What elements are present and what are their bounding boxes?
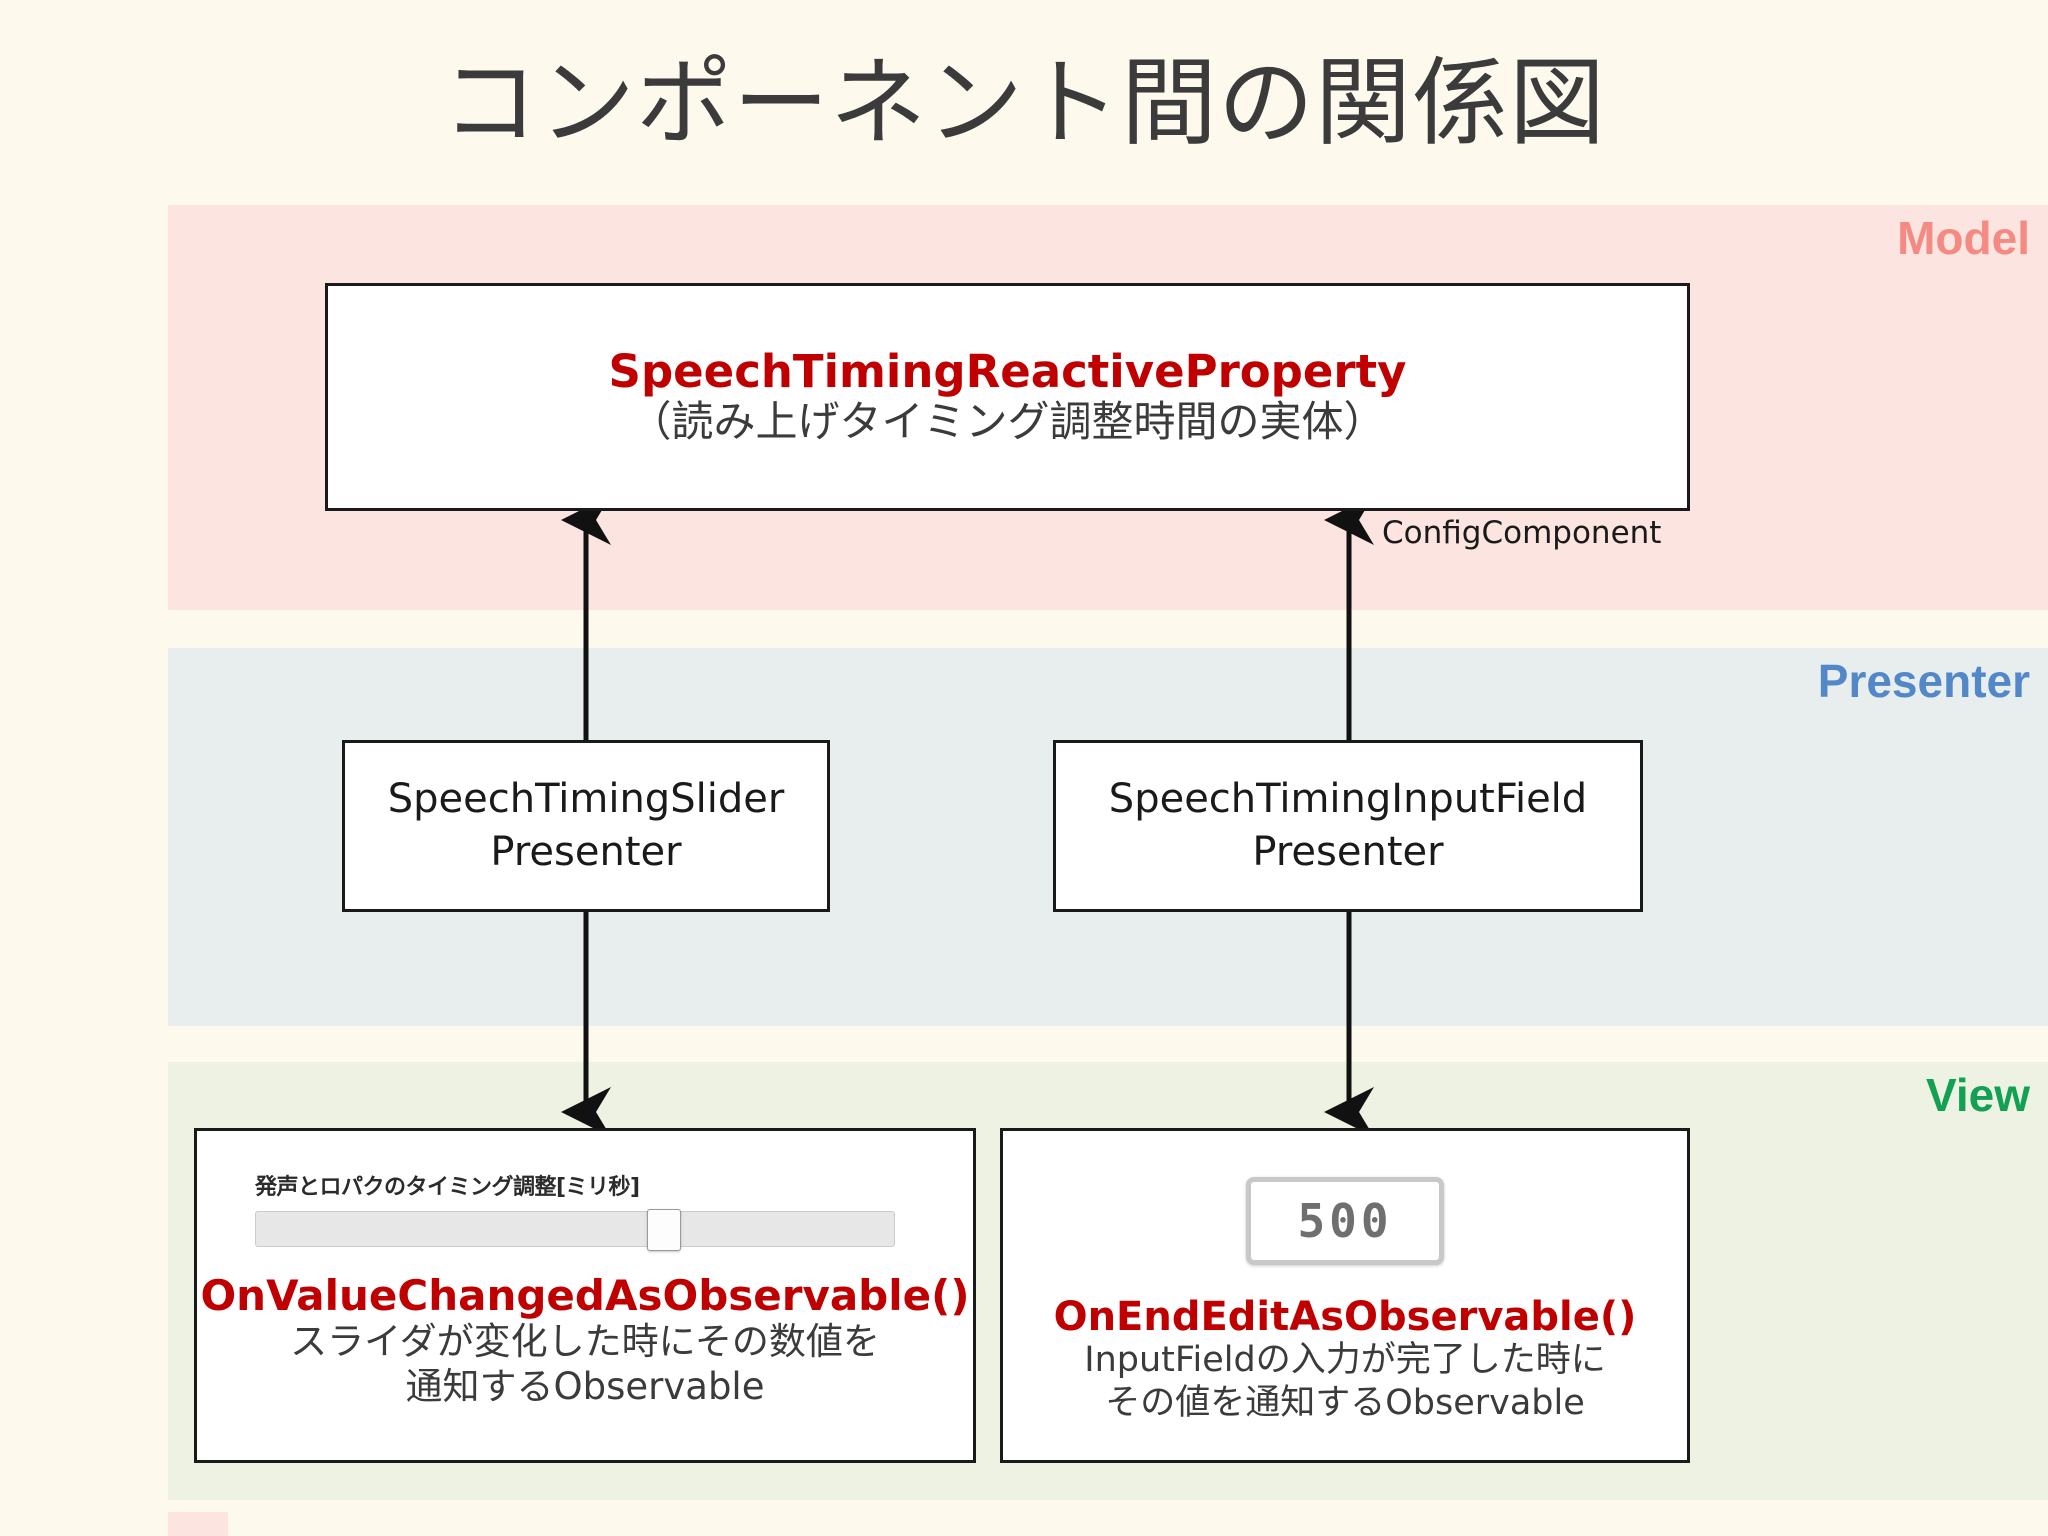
view-input-method: OnEndEditAsObservable() [1053, 1294, 1637, 1340]
slider-handle[interactable] [647, 1209, 682, 1251]
band-label-view: View [1926, 1069, 2030, 1121]
slider-track[interactable] [255, 1209, 895, 1251]
band-footer-strip [168, 1512, 228, 1536]
slider-widget[interactable]: 発声とロパクのタイミング調整[ミリ秒] [255, 1169, 910, 1251]
model-node-speech-timing-reactive-property[interactable]: SpeechTimingReactiveProperty （読み上げタイミング調… [325, 283, 1690, 511]
model-node-subtitle: （読み上げタイミング調整時間の実体） [629, 397, 1386, 446]
view-slider-method: OnValueChangedAsObservable() [200, 1271, 970, 1320]
input-field-widget[interactable]: 500 [1246, 1177, 1444, 1265]
view-input-desc-line2: その値を通知するObservable [1105, 1382, 1585, 1423]
presenter-slider-line2: Presenter [490, 829, 682, 875]
presenter-node-speech-timing-slider[interactable]: SpeechTimingSlider Presenter [342, 740, 830, 912]
page-title: コンポーネント間の関係図 [442, 47, 1606, 159]
presenter-input-line2: Presenter [1252, 829, 1444, 875]
presenter-input-line1: SpeechTimingInputField [1108, 776, 1588, 823]
presenter-slider-line1: SpeechTimingSlider [387, 776, 785, 823]
input-field-value[interactable]: 500 [1297, 1194, 1393, 1248]
view-slider-desc-line2: 通知するObservable [405, 1365, 765, 1409]
model-node-title: SpeechTimingReactiveProperty [608, 344, 1407, 398]
band-label-presenter: Presenter [1817, 655, 2030, 707]
view-node-slider[interactable]: 発声とロパクのタイミング調整[ミリ秒] OnValueChangedAsObse… [194, 1128, 976, 1463]
slider-widget-label: 発声とロパクのタイミング調整[ミリ秒] [255, 1175, 640, 1200]
band-label-model: Model [1897, 212, 2030, 264]
view-input-desc-line1: InputFieldの入力が完了した時に [1084, 1340, 1606, 1380]
view-slider-desc-line1: スライダが変化した時にその数値を [290, 1320, 880, 1364]
edge-label-config-component: ConfigComponent [1382, 515, 1662, 551]
presenter-node-speech-timing-input-field[interactable]: SpeechTimingInputField Presenter [1053, 740, 1643, 912]
view-node-input-field[interactable]: 500 OnEndEditAsObservable() InputFieldの入… [1000, 1128, 1690, 1463]
